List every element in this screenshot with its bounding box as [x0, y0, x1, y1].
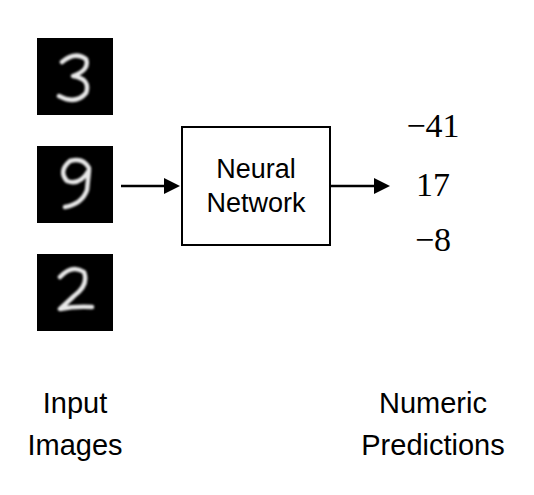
digit-stroke	[60, 269, 92, 309]
digit-stroke	[63, 160, 89, 207]
output-arrow-line	[331, 185, 378, 188]
input-arrow-head	[164, 178, 180, 194]
prediction-value: −8	[373, 220, 493, 260]
digit-stroke	[59, 56, 87, 100]
digit-image	[37, 38, 113, 115]
prediction-value: 17	[373, 165, 493, 205]
digit-image	[37, 254, 113, 331]
caption-label: Input Images	[10, 382, 140, 466]
process-box: Neural Network	[181, 126, 331, 246]
caption-label: Numeric Predictions	[333, 382, 533, 466]
digit-image	[37, 146, 113, 223]
prediction-value: −41	[373, 106, 493, 146]
box-label: Neural Network	[183, 152, 329, 220]
output-arrow-head	[374, 178, 390, 194]
input-arrow-line	[121, 185, 168, 188]
